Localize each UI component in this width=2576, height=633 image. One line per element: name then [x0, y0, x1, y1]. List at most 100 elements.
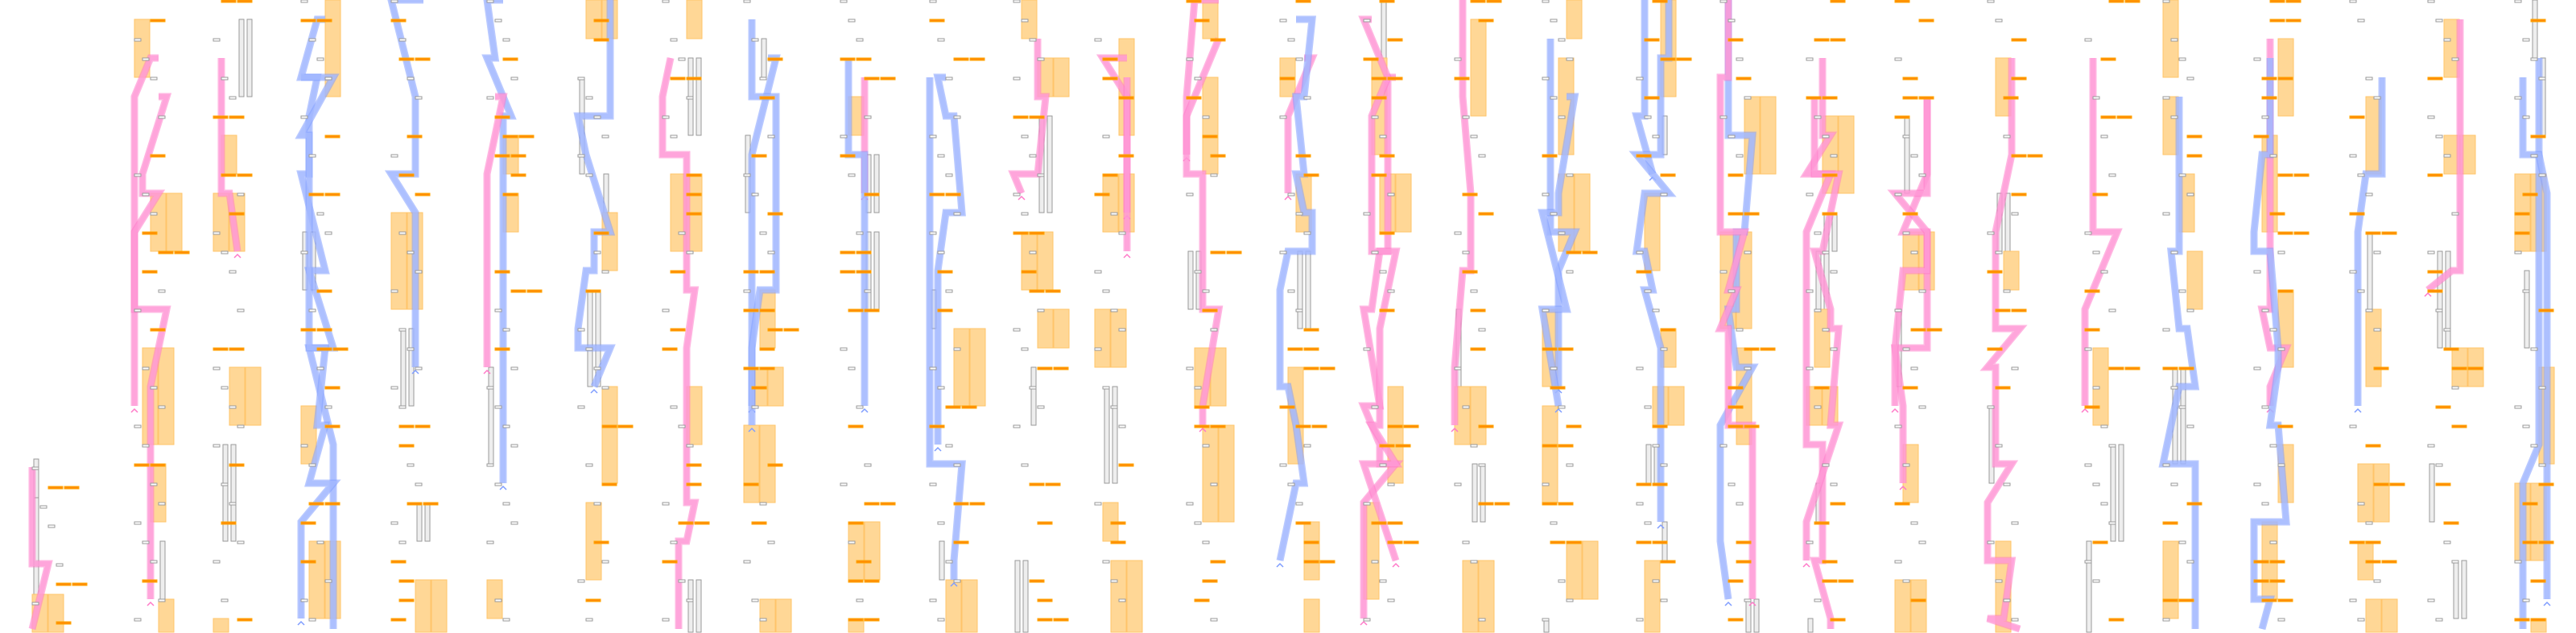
orange-bar — [1295, 0, 1311, 3]
orange-bar — [2100, 115, 2116, 119]
gray-marker — [1542, 482, 1550, 486]
gray-marker — [2357, 618, 2365, 622]
orange-block — [2162, 540, 2179, 619]
gray-marker — [1379, 463, 1387, 467]
orange-block — [1102, 173, 1119, 233]
gray-marker — [415, 482, 423, 486]
orange-bar — [229, 463, 245, 467]
gray-marker — [494, 308, 502, 312]
gray-marker — [2443, 540, 2451, 544]
connector-path — [132, 56, 159, 406]
gray-marker — [237, 424, 245, 428]
caret-up-icon — [2543, 601, 2551, 606]
gray-marker — [2162, 0, 2170, 3]
orange-block — [1110, 308, 1127, 368]
orange-bar — [1652, 424, 1668, 428]
gray-marker — [1186, 57, 1194, 61]
gray-marker — [1094, 38, 1102, 42]
gray-marker — [585, 618, 593, 622]
orange-bar — [1744, 212, 1760, 216]
gray-bar — [1305, 250, 1311, 329]
gray-marker — [316, 366, 324, 370]
orange-bar — [2373, 482, 2389, 486]
gray-marker — [1202, 444, 1210, 448]
gray-bar — [2367, 231, 2373, 310]
gray-marker — [2186, 424, 2194, 428]
caret-up-icon — [1392, 562, 1400, 568]
orange-block — [158, 347, 175, 445]
gray-marker — [1478, 154, 1486, 158]
gray-bar — [2004, 192, 2011, 252]
orange-bar — [840, 57, 856, 61]
orange-bar — [2373, 366, 2389, 370]
gray-marker — [221, 386, 229, 390]
orange-bar — [969, 502, 985, 506]
orange-bar — [1926, 328, 1942, 332]
gray-marker — [1719, 0, 1728, 3]
orange-bar — [2365, 231, 2381, 235]
orange-block — [1053, 308, 1070, 349]
orange-bar — [1894, 115, 1910, 119]
orange-bar — [1319, 560, 1335, 564]
gray-marker — [1910, 521, 1918, 525]
orange-bar — [2178, 598, 2194, 602]
gray-marker — [1728, 482, 1736, 486]
gray-marker — [1029, 386, 1037, 390]
orange-bar — [2427, 173, 2443, 177]
gray-marker — [1110, 212, 1118, 216]
gray-marker — [1454, 482, 1462, 486]
gray-marker — [1566, 598, 1574, 602]
orange-bar — [1311, 424, 1327, 428]
gray-marker — [1478, 618, 1486, 622]
gray-marker — [502, 502, 510, 506]
orange-bar — [1194, 19, 1210, 23]
orange-bar — [2451, 366, 2467, 370]
gray-marker — [937, 521, 945, 525]
gray-marker — [510, 366, 518, 370]
orange-bar — [324, 134, 341, 139]
caret-up-icon — [1657, 523, 1665, 529]
gray-marker — [150, 77, 158, 81]
orange-bar — [2277, 424, 2293, 428]
orange-bar — [2365, 540, 2381, 544]
gray-marker — [158, 289, 166, 293]
gray-marker — [390, 521, 398, 525]
orange-bar — [1636, 154, 1652, 158]
orange-bar — [2269, 0, 2285, 3]
gray-marker — [1295, 308, 1303, 312]
orange-bar — [2293, 231, 2310, 235]
orange-bar — [1550, 386, 1566, 390]
gray-marker — [390, 0, 398, 3]
orange-bar — [398, 444, 415, 448]
gray-marker — [864, 463, 872, 467]
gray-marker — [316, 212, 324, 216]
gray-marker — [945, 289, 953, 293]
gray-marker — [2530, 444, 2538, 448]
orange-block — [1574, 173, 1591, 252]
gray-marker — [2451, 57, 2459, 61]
orange-bar — [1838, 579, 1854, 583]
orange-bar — [1478, 424, 1494, 428]
gray-marker — [1987, 405, 1995, 409]
orange-bar — [2269, 212, 2285, 216]
gray-marker — [1110, 405, 1118, 409]
orange-bar — [1494, 502, 1510, 506]
gray-marker — [1558, 231, 1566, 235]
gray-marker — [2538, 463, 2546, 467]
orange-bar — [150, 328, 166, 332]
gray-marker — [1719, 444, 1728, 448]
orange-bar — [1194, 405, 1210, 409]
gray-marker — [840, 134, 848, 139]
gray-marker — [1110, 308, 1118, 312]
connector-path — [483, 0, 515, 483]
orange-bar — [2261, 96, 2277, 100]
gray-marker — [2277, 618, 2285, 622]
caret-up-icon — [934, 446, 942, 452]
gray-marker — [1037, 308, 1045, 312]
orange-bar — [1395, 444, 1411, 448]
gray-bar — [1187, 250, 1194, 310]
orange-bar — [1822, 579, 1838, 583]
gray-marker — [1021, 463, 1029, 467]
orange-bar — [1037, 598, 1053, 602]
gray-marker — [1566, 463, 1574, 467]
